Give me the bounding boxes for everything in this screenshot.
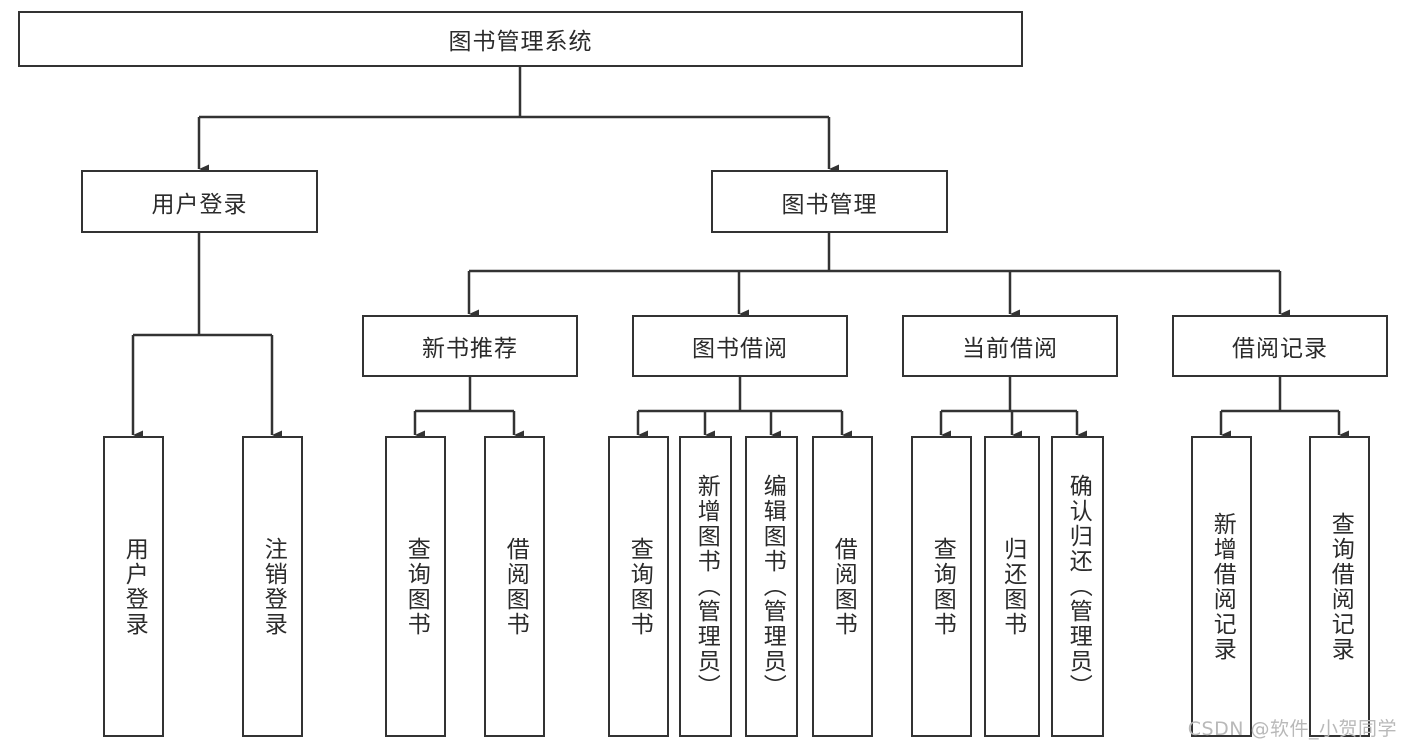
node-leaf-logout-login[interactable]: 注销登录: [242, 436, 303, 737]
node-book-manage-label: 图书管理: [781, 191, 878, 218]
node-leaf-confirm-return-label: 确认归还（管理员）: [1065, 474, 1092, 699]
node-user-login[interactable]: 用户登录: [81, 170, 318, 233]
node-leaf-query-book-3[interactable]: 查询图书: [911, 436, 972, 737]
node-new-book-recommend-label: 新书推荐: [422, 336, 518, 362]
node-leaf-borrow-book-2-label: 借阅图书: [830, 536, 857, 637]
node-leaf-add-borrow-record[interactable]: 新增借阅记录: [1191, 436, 1252, 737]
node-root[interactable]: 图书管理系统: [18, 11, 1023, 67]
node-new-book-recommend[interactable]: 新书推荐: [362, 315, 578, 377]
node-leaf-query-book-1[interactable]: 查询图书: [385, 436, 446, 737]
node-leaf-user-login-label: 用户登录: [121, 536, 148, 637]
node-borrow-record[interactable]: 借阅记录: [1172, 315, 1388, 377]
watermark-text: CSDN @软件_小贺同学: [1187, 718, 1397, 740]
node-leaf-add-book-label: 新增图书（管理员）: [693, 474, 720, 699]
node-leaf-return-book-label: 归还图书: [999, 536, 1026, 637]
node-leaf-query-book-2-label: 查询图书: [626, 536, 653, 637]
node-current-borrow-label: 当前借阅: [962, 336, 1058, 362]
node-book-borrow[interactable]: 图书借阅: [632, 315, 848, 377]
node-leaf-logout-login-label: 注销登录: [260, 536, 287, 637]
node-leaf-add-borrow-record-label: 新增借阅记录: [1209, 511, 1236, 662]
node-leaf-query-borrow-record[interactable]: 查询借阅记录: [1309, 436, 1370, 737]
node-leaf-borrow-book-2[interactable]: 借阅图书: [812, 436, 873, 737]
node-leaf-query-book-1-label: 查询图书: [403, 536, 430, 637]
node-leaf-user-login[interactable]: 用户登录: [103, 436, 164, 737]
node-leaf-borrow-book-1-label: 借阅图书: [502, 536, 529, 637]
node-leaf-add-book[interactable]: 新增图书（管理员）: [679, 436, 732, 737]
node-root-label: 图书管理系统: [448, 29, 593, 55]
node-leaf-return-book[interactable]: 归还图书: [984, 436, 1040, 737]
node-current-borrow[interactable]: 当前借阅: [902, 315, 1118, 377]
node-leaf-query-book-3-label: 查询图书: [929, 536, 956, 637]
node-leaf-borrow-book-1[interactable]: 借阅图书: [484, 436, 545, 737]
node-book-borrow-label: 图书借阅: [692, 336, 788, 362]
node-leaf-edit-book-label: 编辑图书（管理员）: [759, 474, 786, 699]
node-leaf-confirm-return[interactable]: 确认归还（管理员）: [1051, 436, 1104, 737]
node-book-manage[interactable]: 图书管理: [711, 170, 948, 233]
node-user-login-label: 用户登录: [151, 191, 248, 218]
node-leaf-query-book-2[interactable]: 查询图书: [608, 436, 669, 737]
node-leaf-edit-book[interactable]: 编辑图书（管理员）: [745, 436, 798, 737]
node-leaf-query-borrow-record-label: 查询借阅记录: [1327, 511, 1354, 662]
node-borrow-record-label: 借阅记录: [1232, 336, 1328, 362]
